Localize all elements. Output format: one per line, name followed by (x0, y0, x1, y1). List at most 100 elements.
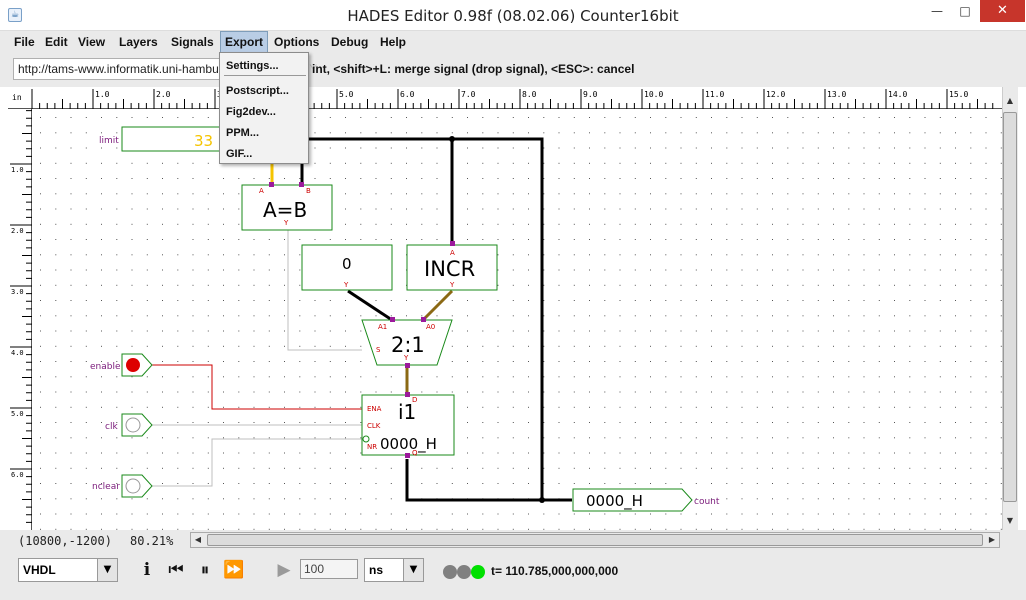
grid-dot (436, 483, 438, 484)
export-gif-item[interactable]: GIF... (226, 148, 253, 160)
grid-dot (802, 483, 804, 484)
grid-dot (817, 147, 819, 149)
grid-dot (512, 422, 514, 423)
grid-dot (55, 467, 57, 469)
grid-dot (726, 483, 728, 484)
grid-dot (817, 422, 819, 423)
grid-dot (512, 193, 514, 195)
grid-dot (863, 406, 865, 408)
register-block[interactable] (361, 394, 455, 456)
fast-forward-button[interactable]: ⏩ (223, 560, 245, 580)
close-button[interactable]: ✕ (980, 0, 1025, 22)
menu-file[interactable]: File (14, 35, 35, 49)
const-block[interactable] (301, 244, 393, 291)
grid-dot (116, 132, 118, 134)
grid-dot (436, 178, 438, 179)
grid-dot (314, 422, 316, 423)
wire-const-to-mux[interactable] (347, 289, 393, 322)
grid-dot (207, 254, 209, 256)
menu-debug[interactable]: Debug (331, 35, 369, 49)
pin-incr-a[interactable] (450, 241, 455, 246)
export-postscript-item[interactable]: Postscript... (226, 85, 289, 97)
grid-dot (360, 452, 362, 454)
chevron-down-icon[interactable]: ▼ (97, 559, 117, 581)
menu-export[interactable]: Export (220, 31, 269, 53)
pin-reg-q[interactable] (405, 453, 410, 458)
info-button[interactable]: i (143, 560, 151, 580)
grid-dot (345, 376, 346, 378)
pin-mux-a1[interactable] (390, 317, 395, 322)
menu-signals[interactable]: Signals (171, 35, 214, 49)
rewind-button[interactable]: ⏮ (168, 560, 184, 580)
scroll-up-icon[interactable]: ▲ (1006, 96, 1014, 105)
menu-view[interactable]: View (78, 35, 106, 49)
enable-led-icon[interactable] (126, 358, 140, 372)
clk-led-icon[interactable] (125, 417, 141, 433)
grid-dot (512, 269, 514, 271)
grid-dot (924, 513, 926, 515)
wire-incr-to-mux[interactable] (421, 289, 454, 322)
grid-dot (909, 513, 911, 515)
pause-button[interactable]: ⏸ (200, 560, 210, 580)
grid-dot (650, 193, 651, 195)
menu-edit[interactable]: Edit (45, 35, 68, 49)
schematic-drawing[interactable]: limit 33 A=B A B Y 0 Y INCR A Y 2:1 A1 A… (32, 109, 1002, 530)
time-step-input[interactable]: 100 (300, 559, 358, 579)
url-field[interactable]: http://tams-www.informatik.uni-hamburg.d… (13, 58, 225, 80)
scroll-left-icon[interactable]: ◀ (194, 535, 202, 544)
export-fig2dev-item[interactable]: Fig2dev... (226, 106, 276, 118)
nclear-led-icon[interactable] (125, 478, 141, 494)
grid-dot (573, 422, 575, 423)
pin-cmp-b[interactable] (299, 182, 304, 187)
grid-dot (711, 361, 712, 362)
grid-dot (894, 254, 895, 256)
simulator-select[interactable]: VHDL ▼ (18, 558, 118, 582)
grid-dot (650, 467, 651, 469)
grid-dot (711, 376, 712, 378)
menu-options[interactable]: Options (274, 35, 320, 49)
wire-enable[interactable] (152, 364, 362, 410)
export-ppm-item[interactable]: PPM... (226, 127, 260, 139)
maximize-button[interactable]: □ (959, 4, 971, 18)
grid-dot (802, 452, 804, 454)
pin-mux-y[interactable] (405, 363, 410, 368)
grid-dot (558, 254, 560, 256)
grid-dot (695, 178, 697, 179)
pin-cmp-a[interactable] (269, 182, 274, 187)
schematic-canvas[interactable]: limit 33 A=B A B Y 0 Y INCR A Y 2:1 A1 A… (32, 109, 1002, 530)
grid-dot (863, 437, 865, 439)
step-button[interactable]: ▶ (277, 560, 291, 580)
grid-dot (970, 406, 972, 408)
wire-nclear[interactable] (152, 438, 362, 487)
wire-select[interactable] (287, 229, 362, 351)
grid-dot (589, 193, 590, 195)
pin-reg-d[interactable] (405, 392, 410, 397)
comparator-block[interactable] (241, 184, 333, 231)
menu-layers[interactable]: Layers (119, 35, 158, 49)
grid-dot (848, 269, 850, 271)
horizontal-scroll-thumb[interactable] (207, 534, 983, 546)
grid-dot (284, 437, 285, 439)
scroll-down-icon[interactable]: ▼ (1006, 516, 1014, 525)
time-unit-select[interactable]: ns ▼ (364, 558, 424, 582)
grid-dot (146, 239, 148, 240)
grid-dot (726, 452, 728, 454)
grid-dot (116, 498, 118, 500)
horizontal-scrollbar[interactable]: ◀ ▶ (190, 532, 1000, 548)
grid-dot (711, 315, 712, 317)
minimize-button[interactable]: — (931, 4, 943, 18)
wire-counter-bus[interactable] (302, 137, 572, 502)
grid-dot (619, 239, 621, 240)
grid-dot (101, 467, 102, 469)
count-output[interactable] (572, 488, 693, 512)
vertical-scroll-thumb[interactable] (1003, 112, 1017, 502)
pin-mux-a0[interactable] (421, 317, 426, 322)
export-settings-item[interactable]: Settings... (226, 60, 279, 72)
wire-q-output[interactable] (405, 459, 542, 502)
grid-dot (421, 391, 423, 393)
grid-dot (695, 361, 697, 362)
chevron-down-icon[interactable]: ▼ (403, 559, 423, 581)
grid-dot (207, 452, 209, 454)
menu-help[interactable]: Help (380, 35, 407, 49)
scroll-right-icon[interactable]: ▶ (988, 535, 996, 544)
